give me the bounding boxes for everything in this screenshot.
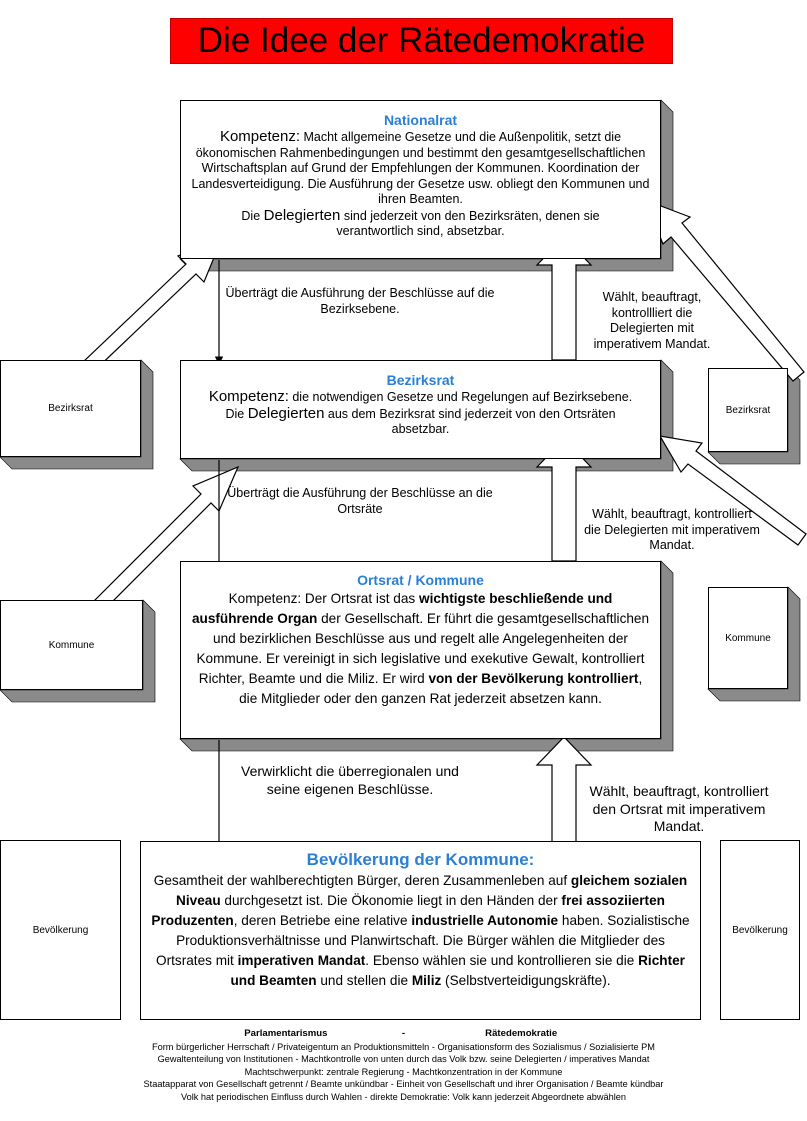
footer-head-right: Rätedemokratie <box>485 1028 558 1039</box>
side-kommune-left: Kommune <box>0 600 143 690</box>
side-bevoelkerung-left: Bevölkerung <box>0 840 121 1020</box>
footer-line: Volk hat periodischen Einfluss durch Wah… <box>181 1091 626 1102</box>
bevoelkerung-heading: Bevölkerung der Kommune: <box>306 850 535 869</box>
note-verwirklicht: Verwirklicht die überregionalen und sein… <box>241 763 459 797</box>
side-kommune-right: Kommune <box>708 587 788 689</box>
side-bezirksrat-left-shadow <box>0 359 154 470</box>
nationalrat-box: Nationalrat Kompetenz: Macht allgemeine … <box>180 100 661 259</box>
bezirksrat-kompetenz: Kompetenz: die notwendigen Gesetze und R… <box>208 388 633 405</box>
side-kommune-left-shadow <box>0 599 156 703</box>
footer-line: Staatapparat von Gesellschaft getrennt /… <box>143 1079 664 1089</box>
ortsrat-text: Kompetenz: Der Ortsrat ist das wichtigst… <box>191 591 650 706</box>
ortsrat-shadow <box>179 560 674 752</box>
side-bezirksrat-right: Bezirksrat <box>708 368 788 452</box>
footer-head-left: Parlamentarismus <box>244 1028 328 1039</box>
nationalrat-heading: Nationalrat <box>383 112 458 128</box>
footer-head-sep: - <box>401 1028 406 1039</box>
note-waehlt-ortsrat: Wählt, beauftragt, kontrolliert den Orts… <box>589 783 769 834</box>
bezirksrat-delegierte: Die Delegierten aus dem Bezirksrat sind … <box>225 404 616 436</box>
side-kommune-right-shadow <box>707 586 801 702</box>
page-title: Die Idee der Rätedemokratie <box>170 18 673 64</box>
bezirksrat-heading: Bezirksrat <box>386 372 455 388</box>
side-bezirksrat-left: Bezirksrat <box>0 360 141 457</box>
ortsrat-heading: Ortsrat / Kommune <box>357 572 484 588</box>
note-waehlt-bezirksrat: Wählt, beauftragt, kontrolliert die Dele… <box>584 507 760 552</box>
comparison-footer: Parlamentarismus - Rätedemokratie Form b… <box>90 1028 717 1103</box>
bezirksrat-box: Bezirksrat Kompetenz: die notwendigen Ge… <box>180 360 661 459</box>
bevoelkerung-text: Gesamtheit der wahlberechtigten Bürger, … <box>151 873 690 988</box>
nationalrat-kompetenz: Kompetenz: Macht allgemeine Gesetze und … <box>191 128 650 206</box>
footer-line: Form bürgerlicher Herrschaft / Privateig… <box>152 1041 655 1052</box>
ortsrat-box: Ortsrat / Kommune Kompetenz: Der Ortsrat… <box>180 561 661 739</box>
side-bevoelkerung-right: Bevölkerung <box>720 840 800 1020</box>
footer-line: Machtschwerpunkt: zentrale Regierung - M… <box>244 1066 563 1077</box>
bevoelkerung-box: Bevölkerung der Kommune: Gesamtheit der … <box>140 841 701 1020</box>
footer-heads: Parlamentarismus - Rätedemokratie <box>90 1028 717 1041</box>
nationalrat-delegierte: Die Delegierten sind jederzeit von den B… <box>241 206 600 238</box>
arrow-kommune-right-to-bezirk <box>658 435 807 546</box>
note-uebertraegt-ortsraete: Überträgt die Ausführung der Beschlüsse … <box>227 486 493 516</box>
bezirksrat-shadow <box>179 359 674 472</box>
arrow-bevoelkerung-up-to-ortsrat <box>535 736 593 859</box>
footer-line: Gewaltenteilung von Institutionen - Mach… <box>157 1054 650 1064</box>
note-uebertraegt-bezirksebene: Überträgt die Ausführung der Beschlüsse … <box>225 286 495 316</box>
note-waehlt-nationalrat: Wählt, beauftragt, kontrollliert die Del… <box>593 290 711 351</box>
